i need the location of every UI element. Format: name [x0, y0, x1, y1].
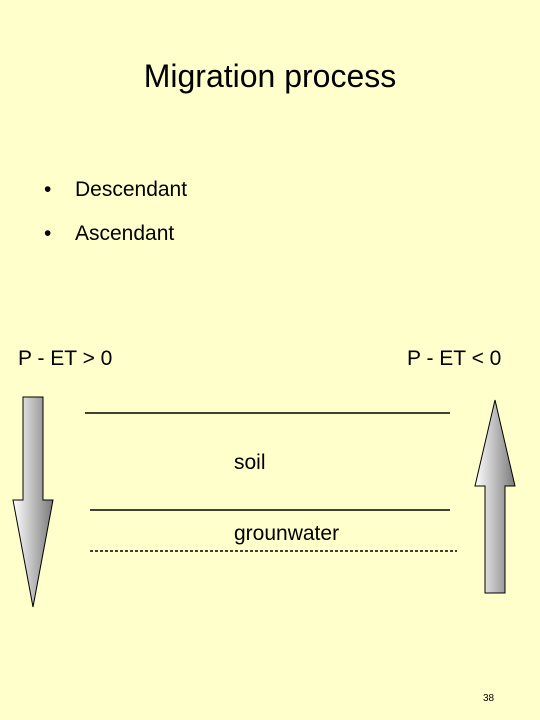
up-arrow-icon — [474, 399, 516, 594]
bullet-text: Descendant — [75, 178, 188, 201]
bullet-list: • Descendant • Ascendant — [44, 176, 187, 264]
bullet-item-ascendant: • Ascendant — [44, 220, 187, 248]
slide-title: Migration process — [143, 58, 397, 94]
bullet-text: Ascendant — [75, 222, 175, 245]
bullet-marker: • — [44, 178, 52, 201]
groundwater-layer-label: grounwater — [234, 522, 340, 545]
page-number: 38 — [483, 693, 495, 704]
bullet-item-descendant: • Descendant — [44, 176, 187, 204]
soil-layer-label: soil — [234, 451, 266, 474]
et-exceeds-precipitation-label: P - ET < 0 — [407, 347, 502, 370]
down-arrow-icon — [12, 396, 54, 608]
bullet-marker: • — [44, 222, 52, 245]
precipitation-exceeds-et-label: P - ET > 0 — [18, 347, 113, 370]
